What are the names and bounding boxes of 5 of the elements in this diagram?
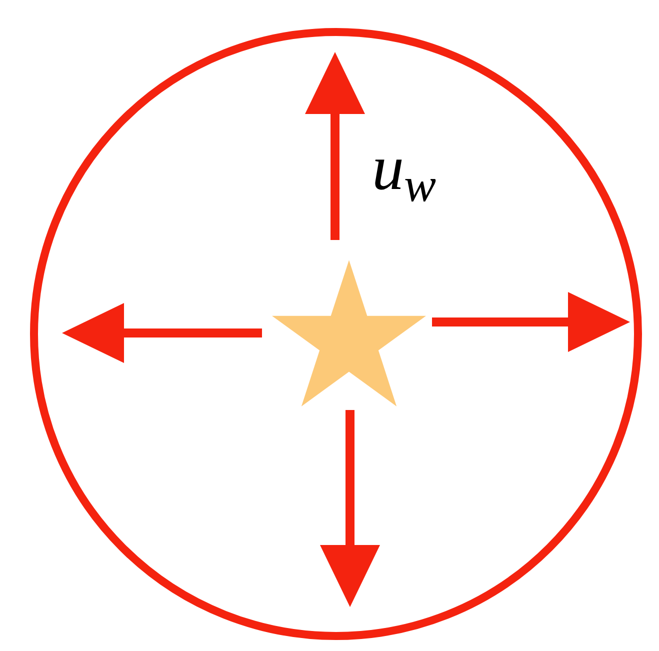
arrow — [432, 292, 630, 352]
arrow — [320, 410, 380, 607]
math-label: u$_{w}$ — [372, 136, 436, 200]
arrow — [62, 303, 262, 363]
arrow — [305, 52, 365, 240]
